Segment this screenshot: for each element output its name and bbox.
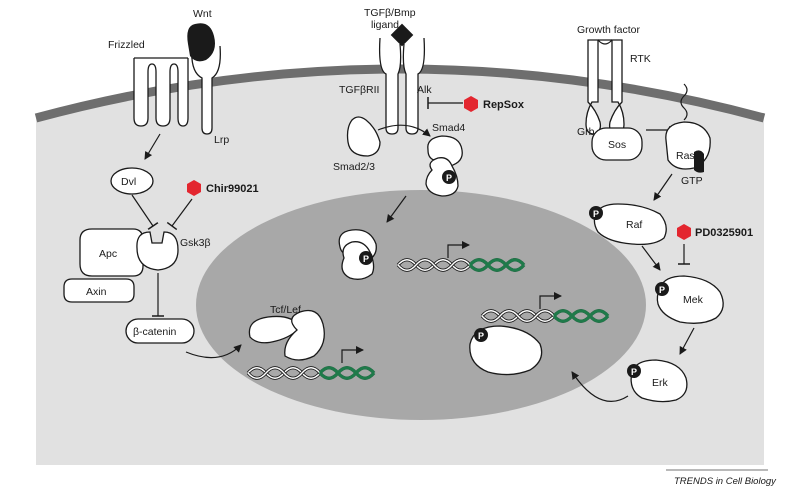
arrow-bcatenin-nucleus: [185, 344, 242, 359]
arrow-frizzled-dvl: [144, 133, 161, 160]
erk-label: Erk: [652, 377, 669, 389]
raf-phospho: [589, 206, 603, 220]
rtk-receptor-right: [608, 39, 625, 135]
smad-phospho-label: P: [446, 173, 452, 183]
frizzled-receptor: [133, 57, 189, 127]
raf-label: Raf: [626, 219, 642, 231]
smad23-active: [425, 157, 459, 197]
gsk3b-protein: [136, 231, 179, 271]
gsk3b-label: Gsk3β: [180, 237, 211, 249]
bcatenin-label: β-catenin: [133, 326, 177, 338]
lrp-label: Lrp: [214, 134, 229, 146]
arrow-erk-nucleus: [571, 371, 629, 402]
nuclear-smad-phospho-label: P: [363, 254, 369, 264]
bcatenin-protein: [125, 318, 195, 344]
smad4-label: Smad4: [432, 122, 465, 134]
chir99021-label: Chir99021: [206, 183, 259, 195]
tgfb-transcription-arrow: [447, 241, 470, 258]
arrow-smad-activation: [377, 124, 431, 137]
smad23-protein: [346, 116, 381, 157]
erk-phospho-label: P: [631, 367, 637, 377]
raf-phospho-label: P: [593, 209, 599, 219]
ligand-label-line1: TGFβ/Bmp: [364, 7, 416, 19]
tgfbrii-label: TGFβRII: [339, 84, 379, 96]
smad23-label: Smad2/3: [333, 161, 375, 173]
ras-label: Ras: [676, 150, 695, 162]
tcflef-label: Tcf/Lef: [270, 304, 301, 316]
apc-label: Apc: [99, 248, 117, 260]
axin-label: Axin: [86, 286, 107, 298]
erk-protein: [630, 359, 688, 403]
sos-protein: [591, 127, 643, 161]
alk-receptor: [402, 37, 426, 135]
wnt-transcription-arrow: [341, 346, 364, 363]
nuclear-erk: [469, 325, 543, 376]
arrow-ras-raf: [653, 173, 673, 201]
smad-phospho: [442, 170, 456, 184]
wnt-ligand: [187, 23, 215, 62]
ligand-label-line2: ligand: [371, 19, 399, 31]
inhibit-chir-gsk3b: [166, 198, 193, 231]
rtk-label: RTK: [630, 53, 651, 65]
alk-label: Alk: [417, 84, 432, 96]
repsox-hexagon: [464, 96, 478, 112]
mek-phospho: [655, 282, 669, 296]
arrow-raf-mek: [641, 245, 661, 271]
mek-label: Mek: [683, 294, 704, 306]
journal-credit: TRENDS in Cell Biology: [674, 476, 777, 487]
axin-protein: [63, 278, 135, 303]
raf-protein: [593, 203, 667, 246]
repsox-label: RepSox: [483, 99, 525, 111]
lrp-coreceptor: [191, 45, 221, 135]
pd0325901-hexagon: [677, 224, 691, 240]
dvl-protein: [110, 167, 154, 195]
ras-lipid-anchor: [680, 83, 688, 121]
nuclear-smad-phospho: [359, 251, 373, 265]
gtp-label: GTP: [681, 175, 703, 187]
erk-transcription-arrow: [539, 292, 562, 309]
tcflef-protein: [284, 309, 325, 361]
rtk-receptor-left: [585, 39, 602, 135]
nucleus: [196, 190, 646, 420]
tgfbrii-receptor: [378, 37, 402, 135]
gtp-molecule: [694, 150, 704, 173]
rtk-dimer-top: [597, 39, 613, 45]
inhibit-dvl-gsk3b: [131, 194, 159, 230]
pd0325901-label: PD0325901: [695, 227, 753, 239]
grb-label: Grb: [577, 126, 595, 138]
arrow-smad-nucleus: [386, 195, 407, 223]
arrow-mek-erk: [679, 327, 695, 355]
mek-protein: [656, 275, 724, 324]
chir99021-hexagon: [187, 180, 201, 196]
nuclear-erk-phospho-label: P: [478, 331, 484, 341]
dvl-label: Dvl: [121, 176, 136, 188]
growth-factor-label: Growth factor: [577, 24, 641, 36]
sos-label: Sos: [608, 139, 626, 151]
nuclear-erk-phospho: [474, 328, 488, 342]
frizzled-label: Frizzled: [108, 39, 145, 51]
mek-phospho-label: P: [659, 285, 665, 295]
erk-phospho: [627, 364, 641, 378]
wnt-label: Wnt: [193, 8, 212, 20]
